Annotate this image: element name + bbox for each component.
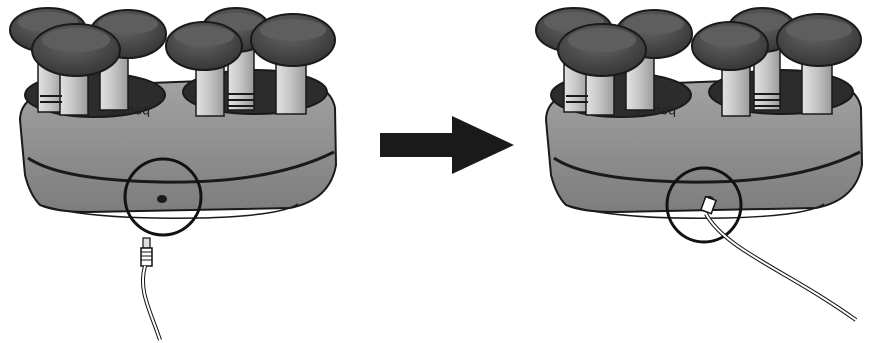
device-before: beurer	[10, 8, 336, 340]
device-after: beurer	[536, 8, 862, 320]
power-plug	[141, 238, 152, 266]
power-socket	[157, 195, 167, 203]
power-cable	[143, 266, 160, 340]
arrow-right-icon	[380, 116, 514, 174]
